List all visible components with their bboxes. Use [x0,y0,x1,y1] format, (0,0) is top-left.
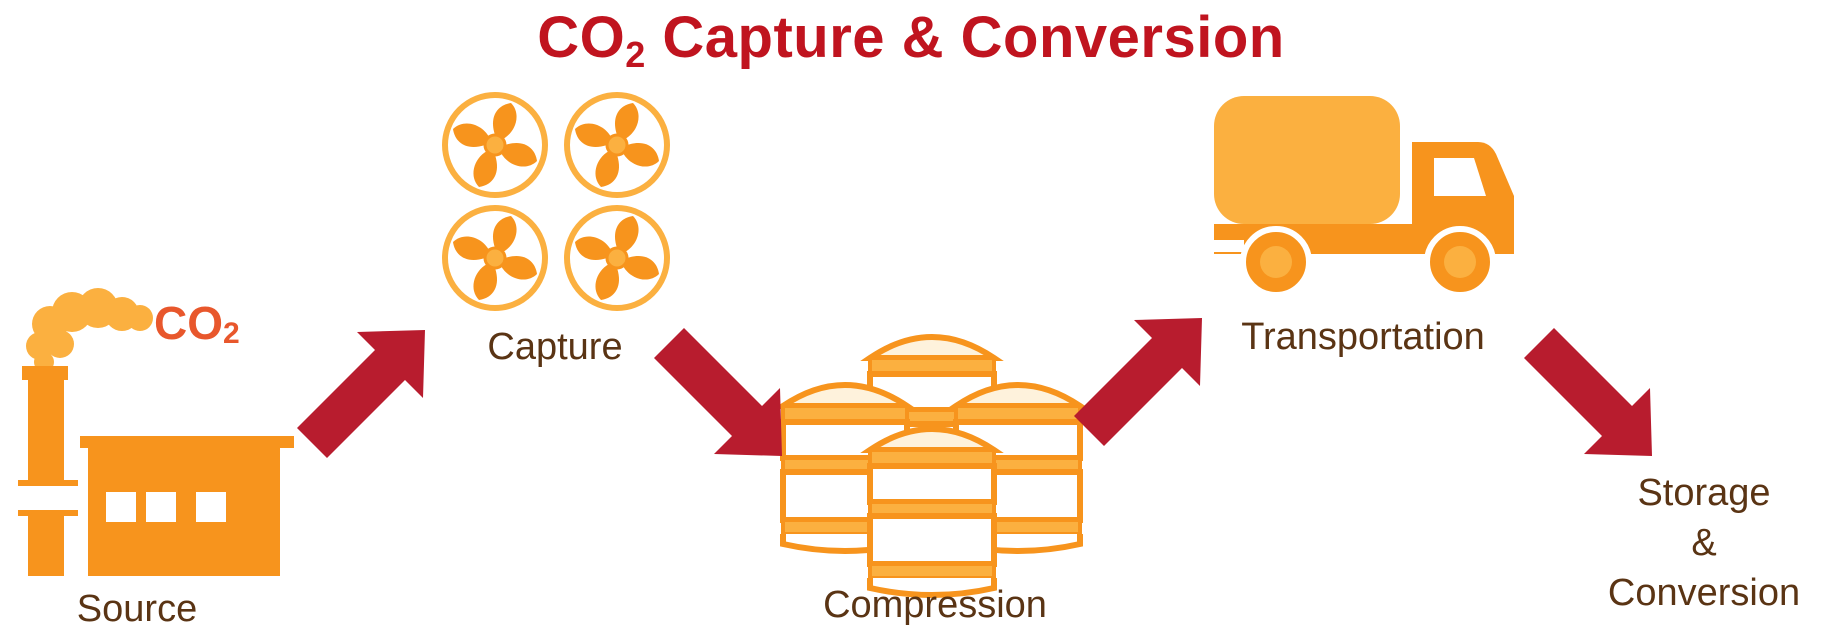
storage-tanks-icon [783,337,1080,595]
fan-icon [445,95,545,195]
title-rest: Capture & Conversion [645,5,1285,70]
step-label-transportation: Transportation [1241,316,1485,358]
storage-line: Storage [1637,472,1771,514]
co2-emission-label: CO2 [154,296,240,350]
step-label-source: Source [76,588,198,630]
ampersand-line: & [1691,522,1717,564]
diagram-title: CO2 Capture & Conversion [0,4,1822,73]
step-label-storage-conversion: Storage & Conversion [1592,468,1816,618]
title-prefix: CO [537,5,626,70]
flow-arrow-icon [297,330,425,458]
conversion-line: Conversion [1607,572,1801,614]
truck-icon [1214,96,1514,298]
factory-icon [18,288,294,576]
fan-icon [567,208,667,308]
flow-arrow-icon [1524,328,1652,456]
step-label-capture: Capture [487,326,623,368]
step-label-compression: Compression [823,584,1047,626]
flow-arrow-icon [654,328,782,456]
co2-subscript: 2 [223,317,240,350]
title-subscript: 2 [625,34,646,75]
co2-prefix: CO [154,297,223,349]
fans-icon [445,95,667,308]
tank-icon [870,429,994,595]
smoke-cloud [26,288,153,372]
fan-icon [445,208,545,308]
fan-icon [567,95,667,195]
flow-arrow-icon [1074,318,1202,446]
